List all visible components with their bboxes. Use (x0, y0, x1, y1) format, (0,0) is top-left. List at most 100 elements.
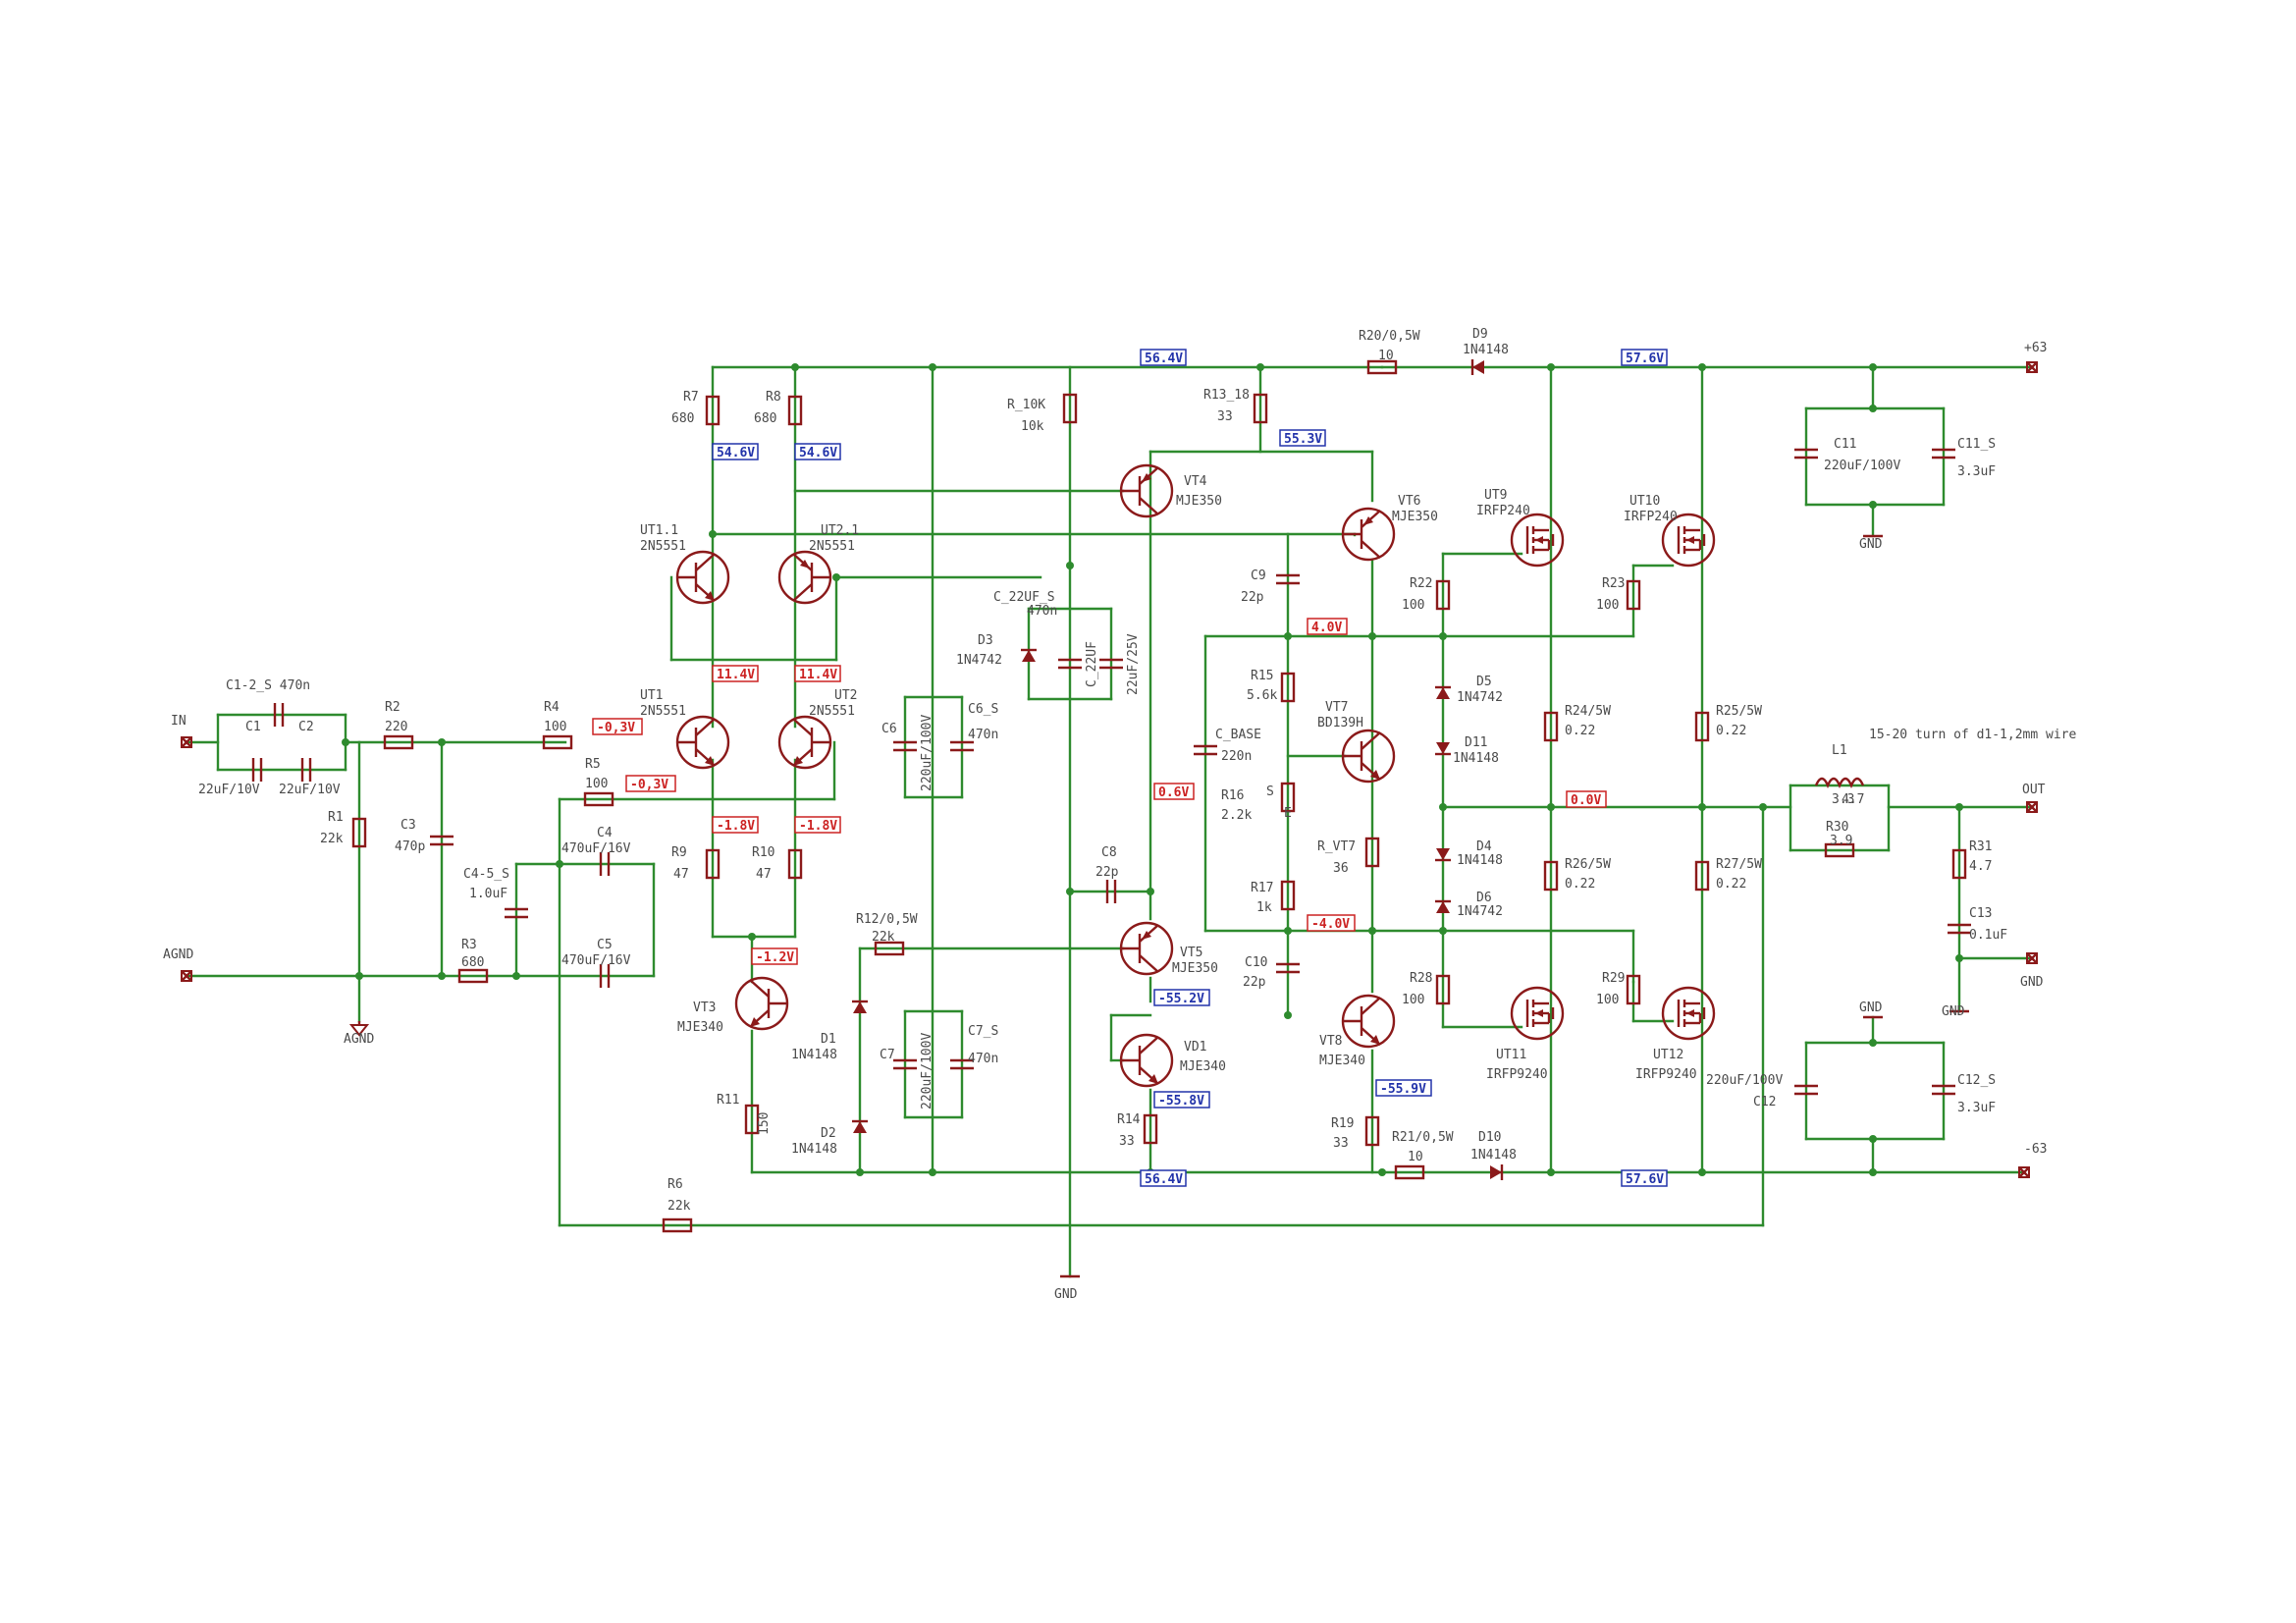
label-r10: R10 (752, 845, 774, 860)
label-c6: C6 (881, 722, 897, 736)
label-vt6-value: MJE350 (1392, 510, 1438, 524)
svg-text:-4.0V: -4.0V (1311, 917, 1350, 932)
label-vt5: VT5 (1180, 946, 1202, 960)
label-r28-value: 100 (1402, 993, 1424, 1007)
svg-text:11.4V: 11.4V (799, 668, 837, 682)
v-ut2c: 11.4V (794, 665, 841, 682)
svg-text:0.6V: 0.6V (1158, 785, 1189, 800)
label-ut12: UT12 (1653, 1048, 1683, 1062)
label-c3-value: 470p (395, 839, 425, 854)
svg-text:57.6V: 57.6V (1626, 352, 1664, 366)
label-l1: L1 (1832, 743, 1847, 758)
label-c12-value: 220uF/100V (1706, 1073, 1783, 1088)
voltage-annotations: 56.4V 57.6V 54.6V 54.6V 11.4V 11.4V -0,3… (592, 349, 1668, 1187)
label-vd1-value: MJE340 (1180, 1059, 1226, 1074)
label-c3: C3 (400, 818, 416, 833)
label-c2: C2 (298, 720, 314, 734)
svg-text:-0,3V: -0,3V (597, 721, 635, 735)
label-c6-value: 220uF/100V (920, 715, 934, 791)
label-r26-value: 0.22 (1565, 877, 1595, 892)
label-r4-value: 100 (544, 720, 566, 734)
port-agnd: AGND (163, 947, 193, 962)
port-vpos: +63 (2024, 341, 2047, 355)
label-r9-value: 47 (673, 867, 689, 882)
label-c6-s: C6_S (968, 702, 998, 717)
label-vd1: VD1 (1184, 1040, 1206, 1055)
label-c7-s: C7_S (968, 1024, 998, 1039)
v-r7: 54.6V (712, 443, 759, 460)
label-c13-value: 0.1uF (1969, 928, 2007, 943)
svg-text:54.6V: 54.6V (717, 446, 755, 460)
port-vneg: -63 (2024, 1142, 2047, 1157)
label-r8: R8 (766, 390, 781, 405)
v-r8: 54.6V (794, 443, 841, 460)
label-r1: R1 (328, 810, 344, 825)
label-c-22uf: C_22UF (1085, 641, 1099, 687)
label-vt7: VT7 (1325, 700, 1348, 715)
v-bot-right: 57.6V (1621, 1169, 1668, 1187)
label-r22-value: 100 (1402, 598, 1424, 613)
label-c11-value: 220uF/100V (1824, 459, 1900, 473)
label-r3: R3 (461, 938, 477, 952)
label-d9: D9 (1472, 327, 1488, 342)
label-r15: R15 (1251, 669, 1273, 683)
v-n4: -4.0V (1307, 914, 1356, 932)
label-ut2-value: 2N5551 (809, 704, 855, 719)
label-r16-e: E (1284, 806, 1292, 821)
svg-text:-0,3V: -0,3V (630, 778, 668, 792)
label-d1: D1 (821, 1032, 836, 1047)
label-ut2-1-value: 2N5551 (809, 539, 855, 554)
label-r13-value: 33 (1217, 409, 1233, 424)
label-vt4-value: MJE350 (1176, 494, 1222, 509)
v-558: -55.8V (1153, 1091, 1210, 1109)
label-d9-value: 1N4148 (1463, 343, 1509, 357)
label-r20: R20/0,5W (1359, 329, 1420, 344)
label-r1-value: 22k (320, 832, 344, 846)
svg-text:-55.8V: -55.8V (1158, 1094, 1204, 1109)
label-r28: R28 (1410, 971, 1432, 986)
label-r6: R6 (667, 1177, 683, 1192)
label-c5-value: 470uF/16V (561, 953, 631, 968)
v-fb: -0,3V (625, 775, 676, 792)
label-ut2-1: UT2.1 (821, 523, 859, 538)
label-c8-value: 22p (1095, 865, 1119, 880)
svg-text:-55.2V: -55.2V (1158, 992, 1204, 1006)
label-r21: R21/0,5W (1392, 1130, 1454, 1145)
label-c1-value: 22uF/10V (198, 783, 260, 797)
label-c10: C10 (1245, 955, 1267, 970)
label-vt8-value: MJE340 (1319, 1054, 1365, 1068)
label-c7: C7 (880, 1048, 895, 1062)
v-552: -55.2V (1153, 989, 1210, 1006)
label-r19: R19 (1331, 1116, 1354, 1131)
label-d11: D11 (1465, 735, 1487, 750)
label-r2: R2 (385, 700, 400, 715)
label-r19-value: 33 (1333, 1136, 1349, 1151)
port-gnd-out2: GND (2020, 975, 2044, 990)
label-c1: C1 (245, 720, 261, 734)
label-c11-s-value: 3.3uF (1957, 464, 1996, 479)
label-vt6: VT6 (1398, 494, 1420, 509)
label-r7: R7 (683, 390, 699, 405)
label-r23: R23 (1602, 576, 1625, 591)
label-r21-value: 10 (1408, 1150, 1423, 1164)
label-r27: R27/5W (1716, 857, 1762, 872)
label-c12-s-value: 3.3uF (1957, 1101, 1996, 1115)
label-r31: R31 (1969, 839, 1992, 854)
label-l1-value: 3.3 (1832, 792, 1854, 807)
label-r22: R22 (1410, 576, 1432, 591)
svg-text:-1.2V: -1.2V (756, 950, 794, 965)
v-559: -55.9V (1375, 1079, 1432, 1097)
label-c9: C9 (1251, 568, 1266, 583)
label-c5: C5 (597, 938, 613, 952)
label-r12: R12/0,5W (856, 912, 918, 927)
label-r25: R25/5W (1716, 704, 1762, 719)
label-r17-value: 1k (1256, 900, 1272, 915)
label-c12-s: C12_S (1957, 1073, 1996, 1088)
label-r-vt7: R_VT7 (1317, 839, 1356, 854)
label-vt5-value: MJE350 (1172, 961, 1218, 976)
label-d2: D2 (821, 1126, 836, 1141)
label-d6-value: 1N4742 (1457, 904, 1503, 919)
svg-text:0.0V: 0.0V (1571, 793, 1601, 808)
label-ut10-value: IRFP240 (1624, 510, 1678, 524)
label-r6-value: 22k (667, 1199, 691, 1214)
